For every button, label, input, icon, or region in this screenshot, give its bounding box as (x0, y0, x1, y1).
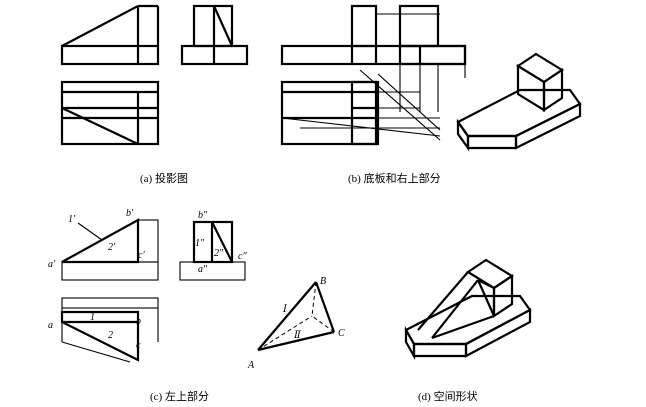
label-a-prime: a′ (48, 259, 56, 270)
panel-d-spatial-shape: (d) 空间形状 (404, 258, 532, 403)
label-c-double-prime: c″ (238, 251, 247, 262)
a-top-view (60, 80, 160, 146)
label-1: 1 (90, 312, 95, 323)
caption-b: (b) 底板和右上部分 (348, 171, 441, 185)
c-top-view (60, 297, 159, 363)
label-b: b (136, 316, 141, 327)
b-top-view (280, 80, 420, 146)
label-II: Ⅱ (293, 330, 301, 341)
label-1-prime: 1′ (68, 214, 76, 225)
label-C: C (338, 328, 345, 339)
label-a: a (48, 320, 53, 331)
a-side-view (180, 4, 249, 66)
label-A: A (247, 360, 255, 371)
a-front-view (60, 4, 160, 66)
label-b-double-prime: b″ (198, 210, 208, 221)
caption-a: (a) 投影图 (140, 171, 188, 185)
caption-c: (c) 左上部分 (150, 389, 209, 403)
panel-a-projection: (a) 投影图 (60, 4, 249, 185)
caption-d: (d) 空间形状 (418, 389, 478, 403)
b-isometric-model (456, 52, 582, 152)
panel-b-base-and-right-upper: (b) 底板和右上部分 (280, 4, 582, 185)
panel-c-left-upper: 1′ b′ 2′ a′ c′ b″ 1″ 2″ a″ c″ 1 2 a b c (48, 208, 345, 403)
label-b-prime: b′ (126, 208, 134, 219)
c-front-view (61, 218, 159, 281)
label-a-double-prime: a″ (198, 264, 208, 275)
b-side-view (398, 4, 467, 66)
label-c: c (136, 340, 141, 351)
label-2-prime: 2′ (108, 242, 116, 253)
label-B: B (320, 276, 326, 287)
b-projection-lines (281, 64, 441, 141)
label-2: 2 (108, 330, 113, 341)
label-I: Ⅰ (282, 304, 288, 315)
label-1-double-prime: 1″ (195, 238, 205, 249)
label-2-double-prime: 2″ (214, 248, 224, 259)
label-c-prime: c′ (138, 250, 145, 261)
c-side-view (179, 220, 246, 281)
c-isometric-wedge (257, 281, 336, 352)
